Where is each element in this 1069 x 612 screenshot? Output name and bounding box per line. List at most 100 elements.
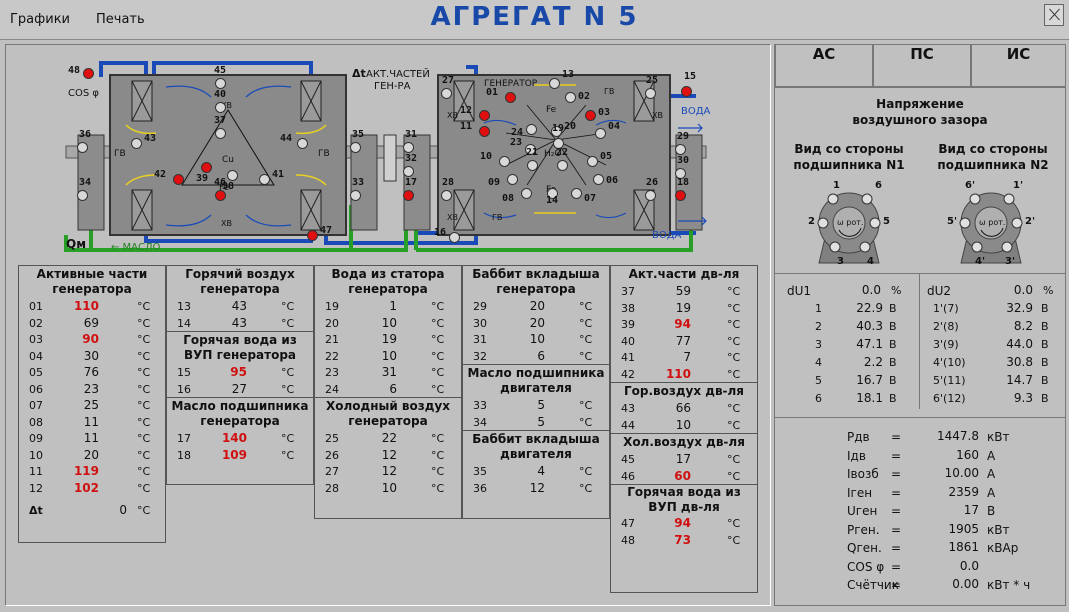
sensor-25[interactable] <box>645 88 656 99</box>
sensor-label: 28 <box>442 177 455 188</box>
sensor-05[interactable] <box>587 156 598 167</box>
sensor-36[interactable] <box>77 142 88 153</box>
divider <box>611 484 757 485</box>
sensor-39[interactable] <box>201 162 212 173</box>
sensor-10[interactable] <box>499 156 510 167</box>
table-title: Баббит вкладыша генератора <box>472 267 600 296</box>
cos-label: COS φ <box>68 88 99 99</box>
sensor-07[interactable] <box>571 188 582 199</box>
sensor-label: 30 <box>677 155 690 166</box>
page-title: АГРЕГАТ N 5 <box>430 2 639 32</box>
sensor-38[interactable] <box>227 170 238 181</box>
probe <box>817 217 829 229</box>
sensor-48[interactable] <box>83 68 94 79</box>
menu-graphs[interactable]: Графики <box>10 12 71 27</box>
row-key: 01 <box>29 300 43 313</box>
sensor-16[interactable] <box>449 232 460 243</box>
sensor-20[interactable] <box>551 126 562 137</box>
motor-winding <box>181 109 275 186</box>
sensor-13[interactable] <box>549 78 560 89</box>
unit: °С <box>137 316 151 330</box>
table-title: Гор.воздух дв-ля <box>623 384 745 398</box>
sensor-28[interactable] <box>441 190 452 201</box>
tab-as[interactable]: АС <box>775 45 873 87</box>
divider <box>315 397 461 398</box>
sensor-17[interactable] <box>403 190 414 201</box>
unit: °С <box>579 465 593 478</box>
sensor-41[interactable] <box>259 174 270 185</box>
tab-ps[interactable]: ПС <box>873 45 971 87</box>
sensor-09[interactable] <box>507 174 518 185</box>
sensor-04[interactable] <box>595 128 606 139</box>
sensor-33[interactable] <box>350 190 361 201</box>
sensor-19[interactable] <box>553 138 564 149</box>
row-key: 17 <box>177 432 191 445</box>
row-key: 28 <box>325 481 339 495</box>
sensor-44[interactable] <box>297 138 308 149</box>
sensor-label: 29 <box>677 131 690 142</box>
cooler-cross <box>453 189 475 231</box>
close-button[interactable] <box>1044 4 1064 26</box>
fe-label: Fe <box>546 105 557 115</box>
row-value: 109 <box>221 447 247 462</box>
row-value: 59 <box>675 284 691 298</box>
sensor-27[interactable] <box>441 88 452 99</box>
sensor-08[interactable] <box>521 188 532 199</box>
sensor-01[interactable] <box>505 92 516 103</box>
unit: °С <box>281 432 295 445</box>
sensor-29[interactable] <box>675 144 686 155</box>
row-value: 19 <box>381 332 397 346</box>
sensor-21[interactable] <box>527 160 538 171</box>
sensor-02[interactable] <box>565 92 576 103</box>
tab-is[interactable]: ИС <box>971 45 1066 87</box>
sensor-06[interactable] <box>593 174 604 185</box>
sensor-26[interactable] <box>645 190 656 201</box>
voltage-key: 2 <box>815 320 822 333</box>
sensor-45[interactable] <box>215 78 226 89</box>
sensor-18[interactable] <box>675 190 686 201</box>
du2-unit: % <box>1043 284 1054 297</box>
menu-print[interactable]: Печать <box>96 12 145 27</box>
sensor-32[interactable] <box>403 166 414 177</box>
sensor-37[interactable] <box>215 128 226 139</box>
airflow-arrow <box>595 212 627 219</box>
sensor-47[interactable] <box>307 230 318 241</box>
sensor-15[interactable] <box>681 86 692 97</box>
sensor-24[interactable] <box>526 124 537 135</box>
unit: °С <box>727 285 741 298</box>
sensor-34[interactable] <box>77 190 88 201</box>
sensor-22[interactable] <box>557 160 568 171</box>
airflow-arrow <box>483 212 517 219</box>
row-key: 14 <box>177 316 191 330</box>
sensor-40[interactable] <box>215 102 226 113</box>
sensor-11[interactable] <box>479 126 490 137</box>
sensor-46[interactable] <box>215 190 226 201</box>
sensor-43[interactable] <box>131 138 142 149</box>
sensor-14[interactable] <box>547 188 558 199</box>
row-value: 94 <box>674 516 691 530</box>
unit: В <box>889 356 897 369</box>
sensor-35[interactable] <box>350 142 361 153</box>
row-value: 10 <box>381 480 397 495</box>
sensor-42[interactable] <box>173 174 184 185</box>
sensor-30[interactable] <box>675 168 686 179</box>
sensor-23[interactable] <box>525 144 536 155</box>
sensor-03[interactable] <box>585 110 596 121</box>
sensor-31[interactable] <box>403 142 414 153</box>
sensor-12[interactable] <box>479 110 490 121</box>
hv-label: ХВ <box>447 213 458 222</box>
